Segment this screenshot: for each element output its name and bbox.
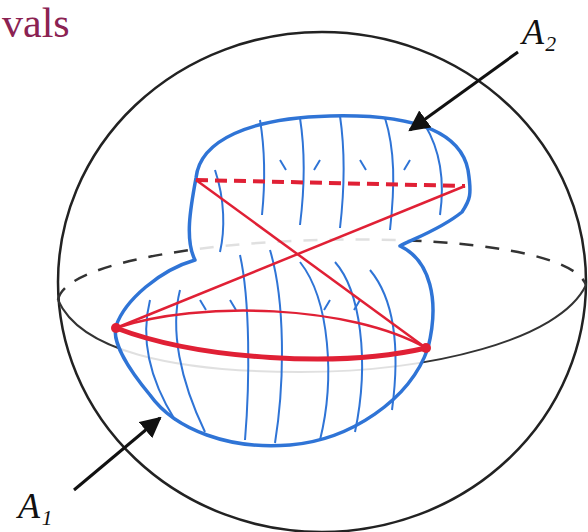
interval-endpoint [111,323,121,333]
region-label: A₂ [522,14,557,50]
slide-title: vals [2,2,70,44]
interval-endpoint [421,343,431,353]
leader-arrow [410,52,518,130]
sphere-outline [58,32,586,532]
wedge-surface [115,116,470,446]
region-label: A₁ [18,488,53,524]
leader-arrow [74,418,160,490]
boundary-intervals [116,180,465,359]
wedge-hatching [146,116,442,443]
